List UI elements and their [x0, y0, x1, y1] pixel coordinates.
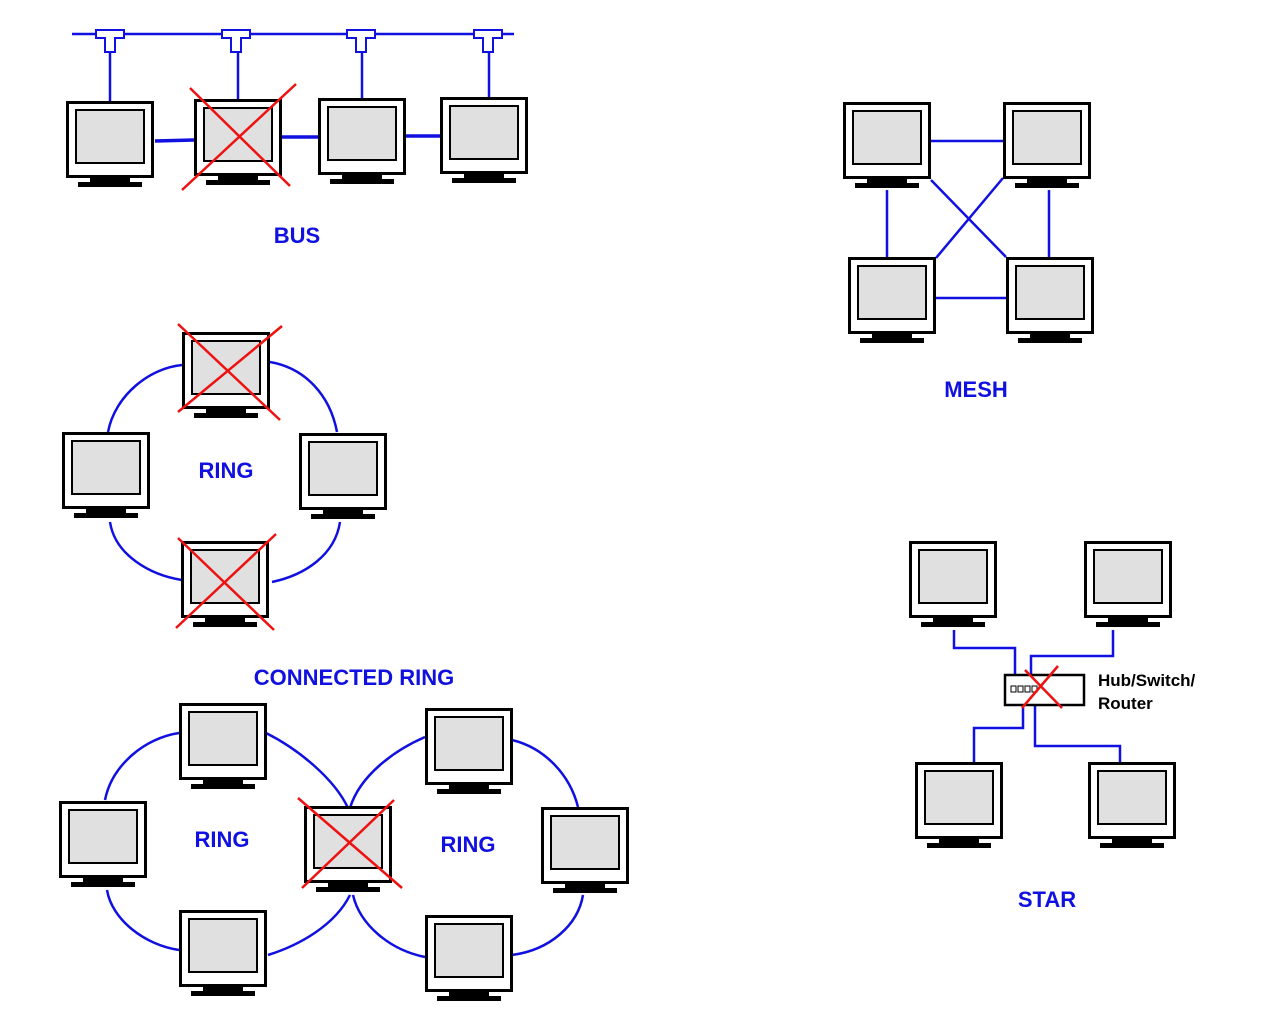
failure-x-icon [175, 533, 277, 631]
t-connector-icon [346, 29, 376, 53]
failure-x-icon [1021, 665, 1063, 709]
computer-icon [440, 97, 528, 185]
computer-icon [1088, 762, 1176, 850]
bus-label: BUS [274, 223, 320, 248]
hub-label-line1: Hub/Switch/ [1098, 671, 1196, 690]
failure-x-icon [297, 797, 403, 889]
computer-icon [179, 703, 267, 791]
t-connector-icon [95, 29, 125, 53]
computer-icon [425, 708, 513, 796]
computer-icon [59, 801, 147, 889]
t-connector-icon [221, 29, 251, 53]
computer-icon [318, 98, 406, 186]
computer-icon [66, 101, 154, 189]
connected-ring-topology: CONNECTED RING RING RING [59, 665, 629, 1003]
connected-ring-right-label: RING [441, 832, 496, 857]
computer-icon [1006, 257, 1094, 345]
bus-topology: BUS [66, 29, 528, 248]
computer-icon [299, 433, 387, 521]
computer-icon [304, 806, 392, 894]
mesh-label: MESH [944, 377, 1008, 402]
computer-icon [915, 762, 1003, 850]
star-topology: Hub/Switch/ Router STAR [909, 541, 1196, 912]
computer-icon [179, 910, 267, 998]
computer-icon [425, 915, 513, 1003]
computer-icon [541, 807, 629, 895]
computer-icon [62, 432, 150, 520]
failure-x-icon [177, 323, 283, 421]
star-label: STAR [1018, 887, 1076, 912]
bus-t-connectors [95, 29, 503, 53]
mesh-topology: MESH [843, 102, 1094, 402]
hub-label-line2: Router [1098, 694, 1153, 713]
computer-icon [1084, 541, 1172, 629]
computer-icon [194, 99, 282, 187]
computer-icon [1003, 102, 1091, 190]
failure-x-icon [181, 83, 297, 191]
ring-label: RING [199, 458, 254, 483]
computer-icon [843, 102, 931, 190]
connected-ring-left-label: RING [195, 827, 250, 852]
t-connector-icon [473, 29, 503, 53]
ring-topology: RING [62, 323, 387, 631]
connected-ring-label: CONNECTED RING [254, 665, 454, 690]
computer-icon [848, 257, 936, 345]
computer-icon [909, 541, 997, 629]
